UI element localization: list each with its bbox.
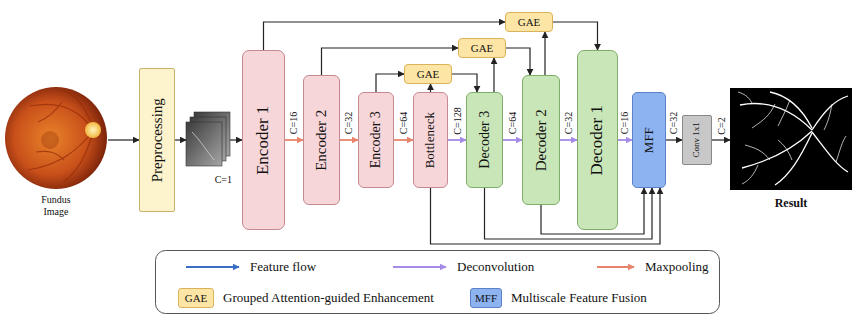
- channel-label: C=32: [563, 111, 575, 135]
- connector-arrow: [544, 32, 545, 75]
- connector-arrow: [560, 139, 577, 141]
- connector-arrow: [503, 139, 522, 141]
- image-caption: Fundus Image: [31, 194, 81, 218]
- legend-swatch: GAE: [178, 288, 214, 308]
- connector-arrow: [553, 22, 598, 50]
- channel-label: C=16: [619, 111, 631, 135]
- legend-frame: [156, 251, 720, 314]
- preprocessing-box: Preprocessing: [139, 68, 175, 212]
- decoder-box: Decoder 2: [522, 75, 560, 205]
- legend-line-sample: [596, 262, 636, 272]
- connector-arrow: [376, 74, 404, 92]
- box-label: MFF: [642, 127, 656, 153]
- legend-item: Maxpooling: [596, 259, 709, 275]
- legend-item: Deconvolution: [392, 259, 534, 275]
- attention-box: GAE: [404, 64, 452, 84]
- fusion-box: MFF: [632, 92, 666, 188]
- connector-arrow: [108, 139, 139, 140]
- connector-arrow: [506, 48, 530, 75]
- legend-text: Feature flow: [250, 259, 316, 275]
- box-label: Decoder 3: [477, 111, 492, 169]
- channel-label: C=1: [215, 174, 232, 186]
- legend-line-sample: [392, 262, 448, 272]
- decoder-box: Decoder 3: [466, 92, 503, 188]
- legend-text: Multiscale Feature Fusion: [511, 290, 647, 306]
- connector-arrow: [493, 58, 494, 92]
- legend-text: Grouped Attention-guided Enhancement: [223, 290, 434, 306]
- connector-arrow: [618, 139, 632, 141]
- box-label: Conv 1x1: [692, 122, 702, 157]
- swatch-label: MFF: [475, 292, 497, 304]
- legend-line-sample: [185, 262, 241, 272]
- legend-text: Deconvolution: [457, 259, 534, 275]
- connector-arrow: [340, 139, 358, 141]
- channel-label: C=64: [398, 111, 410, 135]
- legend-item: MFF Multiscale Feature Fusion: [470, 288, 647, 308]
- encoder-box: Encoder 1: [242, 50, 285, 230]
- connector-arrow: [175, 139, 186, 140]
- conv-box: Conv 1x1: [682, 115, 712, 165]
- connector-arrow: [712, 139, 730, 140]
- channel-label: C=16: [288, 111, 300, 135]
- channel-label: C=64: [507, 111, 519, 135]
- connector-arrow: [430, 84, 431, 92]
- bottleneck-box: Bottleneck: [413, 92, 448, 188]
- segmentation-result: [730, 88, 852, 190]
- box-label: Preprocessing: [149, 98, 166, 182]
- image-patch: C=1: [186, 112, 230, 168]
- image-caption: Result: [775, 196, 808, 210]
- connector-arrow: [485, 188, 653, 239]
- legend-swatch: MFF: [470, 288, 502, 308]
- channel-label: C=32: [668, 111, 680, 135]
- box-label: Encoder 3: [368, 111, 383, 168]
- swatch-label: GAE: [185, 292, 208, 304]
- box-label: GAE: [471, 42, 494, 54]
- decoder-box: Decoder 1: [577, 50, 618, 230]
- result-image: Result: [730, 88, 852, 218]
- channel-label: C=2: [715, 116, 727, 135]
- image-patch-stack: [186, 112, 230, 166]
- attention-box: GAE: [505, 12, 553, 32]
- box-label: Decoder 2: [533, 109, 550, 171]
- encoder-box: Encoder 3: [358, 92, 394, 188]
- box-label: Bottleneck: [423, 112, 437, 168]
- box-label: Encoder 1: [254, 105, 273, 174]
- encoder-box: Encoder 2: [303, 75, 340, 205]
- channel-label: C=32: [343, 111, 355, 135]
- connector-arrow: [230, 139, 242, 140]
- box-label: Decoder 1: [588, 105, 607, 175]
- attention-box: GAE: [458, 38, 506, 58]
- fundus-image: Fundus Image: [4, 86, 108, 224]
- box-label: Encoder 2: [313, 109, 330, 170]
- connector-arrow: [448, 139, 466, 141]
- legend-text: Maxpooling: [645, 259, 709, 275]
- connector-arrow: [285, 139, 303, 141]
- connector-arrow: [666, 139, 682, 140]
- box-label: GAE: [518, 16, 541, 28]
- connector-arrow: [394, 139, 413, 141]
- connector-arrow: [452, 74, 477, 92]
- legend-item: Feature flow: [185, 259, 316, 275]
- channel-label: C=128: [451, 106, 463, 135]
- fundus-photo: [5, 87, 107, 189]
- legend-item: GAE Grouped Attention-guided Enhancement: [178, 288, 434, 308]
- box-label: GAE: [417, 68, 440, 80]
